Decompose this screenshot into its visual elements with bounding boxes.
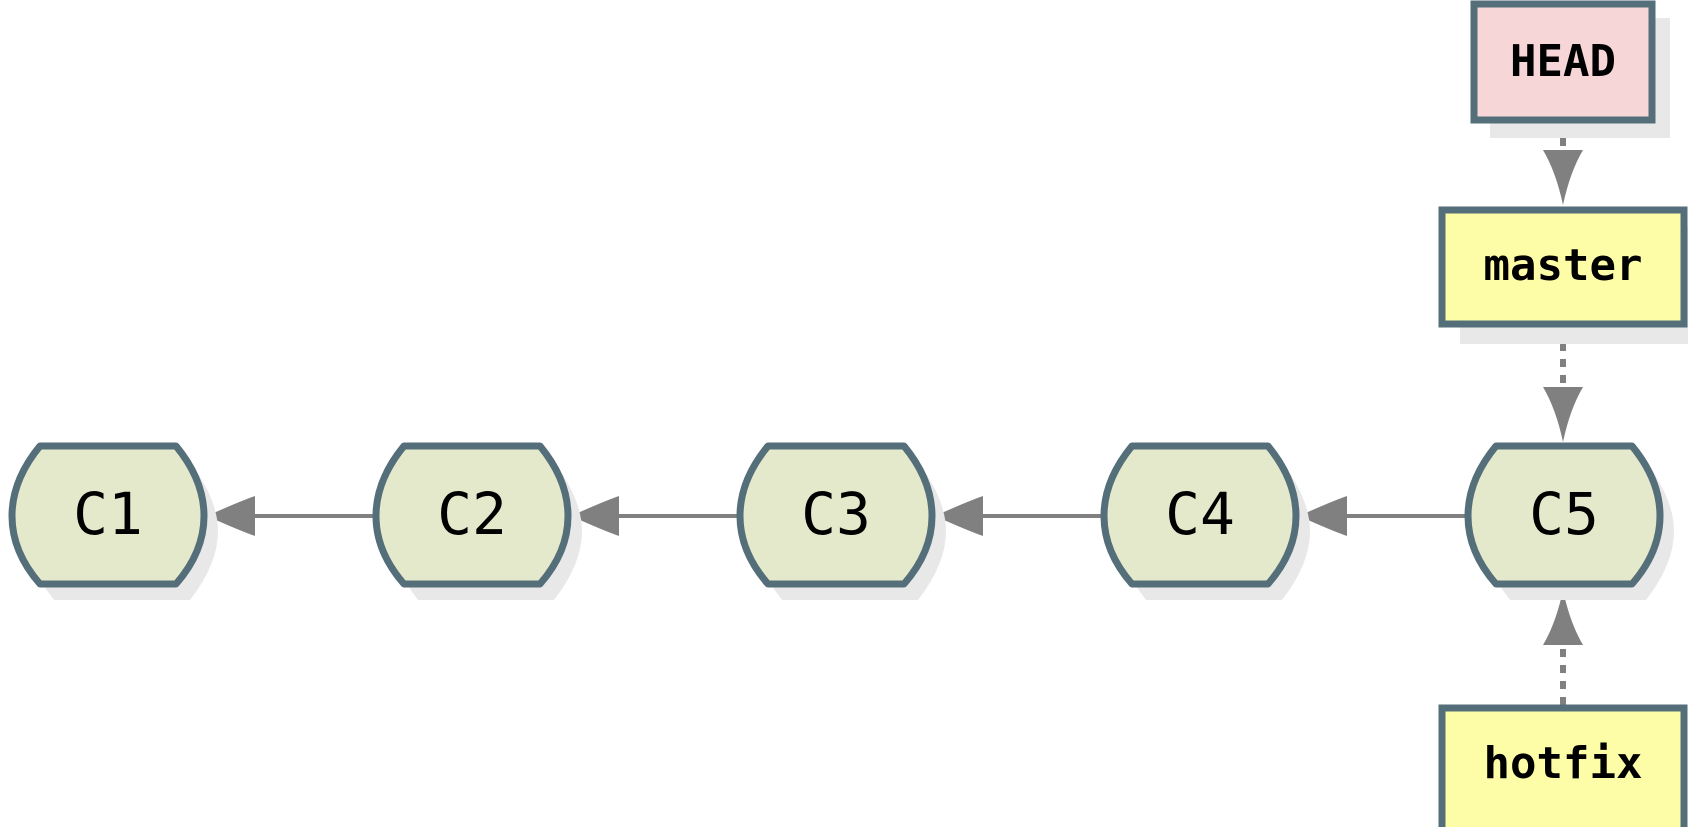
edge-c2-c1	[207, 496, 373, 536]
branch-master[interactable]: master	[1438, 206, 1688, 344]
head-label: HEAD	[1510, 36, 1616, 87]
commit-node-c4[interactable]: C4	[1100, 442, 1310, 600]
edge-c5-c4	[1299, 496, 1465, 536]
commit-label: C3	[801, 480, 871, 548]
branch-master-label: master	[1484, 240, 1643, 291]
commit-nodes: C1 C2 C3 C4 C5	[8, 442, 1674, 600]
commit-node-c5[interactable]: C5	[1464, 442, 1674, 600]
ref-edges	[1543, 122, 1583, 705]
commit-label: C4	[1165, 480, 1235, 548]
edge-c3-c2	[571, 496, 737, 536]
head-pointer[interactable]: HEAD	[1470, 0, 1670, 138]
commit-node-c1[interactable]: C1	[8, 442, 218, 600]
commit-node-c2[interactable]: C2	[372, 442, 582, 600]
edge-master-c5	[1543, 327, 1583, 442]
commit-label: C2	[437, 480, 507, 548]
commit-label: C5	[1529, 480, 1599, 548]
branch-hotfix-label: hotfix	[1484, 738, 1643, 789]
ref-nodes: HEAD master hotfix	[1438, 0, 1688, 827]
commit-edges	[207, 496, 1465, 536]
edge-hotfix-c5	[1543, 590, 1583, 705]
commit-label: C1	[73, 480, 143, 548]
edge-c4-c3	[935, 496, 1101, 536]
commit-node-c3[interactable]: C3	[736, 442, 946, 600]
branch-hotfix[interactable]: hotfix	[1438, 704, 1688, 827]
